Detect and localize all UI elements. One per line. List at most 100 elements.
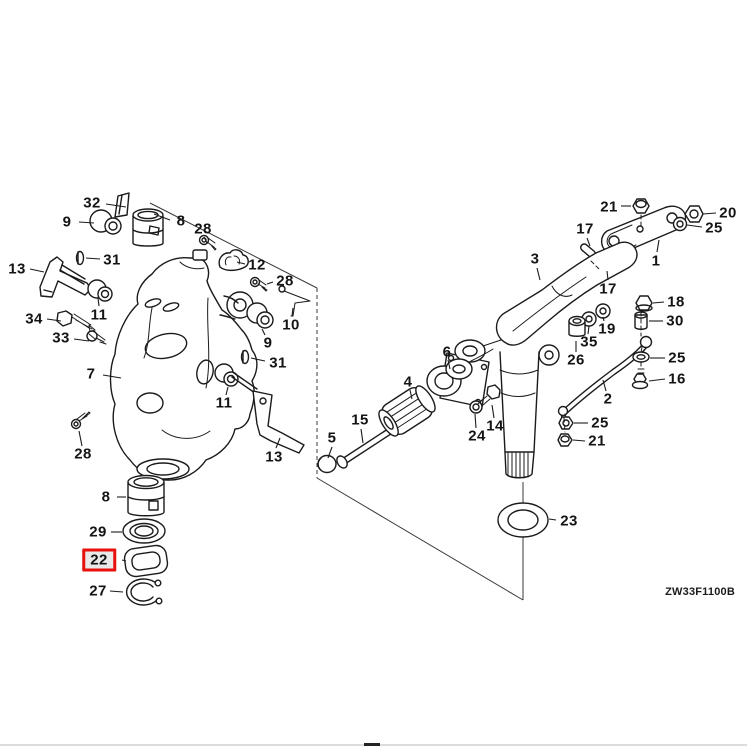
part-29-seal	[123, 519, 165, 543]
callout-25[interactable]: 25	[591, 414, 609, 432]
part-10-spring	[279, 286, 310, 316]
leader-line-1	[657, 240, 659, 252]
callout-27[interactable]: 27	[89, 582, 107, 600]
leader-line-20	[703, 213, 716, 214]
leader-line-18	[653, 302, 664, 303]
callout-15[interactable]: 15	[351, 411, 369, 429]
leader-line-28	[267, 282, 273, 284]
leader-line-17	[607, 271, 608, 280]
leader-line-8	[154, 214, 170, 220]
callout-17[interactable]: 17	[599, 280, 617, 298]
callout-17[interactable]: 17	[576, 220, 594, 238]
part-24-washer	[470, 401, 482, 413]
callout-11[interactable]: 11	[215, 394, 233, 412]
part-28-screw-c	[72, 412, 91, 429]
part-33-screw	[87, 331, 106, 344]
callout-1[interactable]: 1	[651, 252, 661, 270]
callout-12[interactable]: 12	[248, 256, 266, 274]
callout-16[interactable]: 16	[668, 370, 686, 388]
leader-line-6	[448, 360, 450, 369]
callout-13[interactable]: 13	[8, 260, 26, 278]
callout-25[interactable]: 25	[705, 219, 723, 237]
part-22-washer	[123, 544, 168, 578]
part-21-nut-b	[558, 434, 572, 446]
callout-32[interactable]: 32	[83, 194, 101, 212]
leader-line-23	[549, 519, 556, 520]
callout-8[interactable]: 8	[176, 212, 186, 230]
callout-21[interactable]: 21	[588, 432, 606, 450]
part-9-lower-bushing	[247, 303, 273, 328]
leader-line-4	[410, 390, 412, 399]
part-18-nut	[636, 296, 652, 311]
callout-10[interactable]: 10	[282, 316, 300, 334]
part-11-bushing-a	[88, 280, 112, 301]
callout-25[interactable]: 25	[668, 349, 686, 367]
leader-line-27	[110, 591, 123, 592]
leader-line-17	[587, 238, 590, 246]
part-27-circlip	[127, 579, 162, 605]
callout-28[interactable]: 28	[194, 220, 212, 238]
leader-line-35	[588, 326, 589, 334]
callout-4[interactable]: 4	[403, 373, 413, 391]
callout-8[interactable]: 8	[101, 488, 111, 506]
callout-9[interactable]: 9	[62, 213, 72, 231]
callout-29[interactable]: 29	[89, 523, 107, 541]
callout-33[interactable]: 33	[52, 329, 70, 347]
leader-line-7	[103, 375, 121, 378]
leader-line-13	[30, 269, 44, 272]
callout-19[interactable]: 19	[598, 320, 616, 338]
part-13-upper-bracket	[40, 257, 91, 297]
part-11-bushing-b	[215, 364, 238, 386]
boundary-line-bottom	[317, 478, 523, 600]
part-32-key-plate	[115, 193, 129, 217]
callout-14[interactable]: 14	[486, 417, 504, 435]
part-3-swivel-shaft	[446, 242, 637, 478]
leader-line-5	[328, 447, 332, 458]
callout-22-highlighted[interactable]: 22	[82, 548, 116, 572]
callout-35[interactable]: 35	[580, 333, 598, 351]
part-20-nut	[685, 206, 703, 222]
callout-6[interactable]: 6	[442, 343, 452, 361]
callout-31[interactable]: 31	[103, 251, 121, 269]
callout-30[interactable]: 30	[666, 312, 684, 330]
callout-5[interactable]: 5	[327, 429, 337, 447]
leader-line-32	[106, 204, 126, 207]
leader-line-16	[649, 379, 665, 381]
leader-line-13	[276, 438, 280, 448]
callout-23[interactable]: 23	[560, 512, 578, 530]
part-26-collar	[569, 317, 585, 337]
callout-28[interactable]: 28	[74, 445, 92, 463]
leader-line-25	[687, 225, 702, 227]
callout-2[interactable]: 2	[603, 390, 613, 408]
callout-21[interactable]: 21	[600, 198, 618, 216]
part-8-upper-tube	[133, 209, 163, 246]
leader-line-11	[98, 298, 99, 306]
callout-3[interactable]: 3	[530, 250, 540, 268]
leader-line-2	[603, 380, 606, 391]
diagram-code: ZW33F1100B	[665, 586, 735, 598]
part-34-bolt	[57, 311, 95, 332]
leader-line-15	[361, 429, 363, 443]
part-25-nut-c	[559, 417, 573, 429]
part-25-washer-b	[633, 352, 649, 362]
part-21-nut-a	[633, 199, 649, 213]
callout-11[interactable]: 11	[90, 306, 108, 324]
leader-line-10	[292, 308, 293, 316]
callout-20[interactable]: 20	[719, 204, 737, 222]
bottom-edge-scroll-marker[interactable]	[364, 743, 380, 746]
callout-34[interactable]: 34	[25, 310, 43, 328]
callout-26[interactable]: 26	[567, 351, 585, 369]
callout-7[interactable]: 7	[86, 365, 96, 383]
part-5-cap	[318, 456, 336, 473]
callout-28[interactable]: 28	[276, 272, 294, 290]
callout-13[interactable]: 13	[265, 448, 283, 466]
callout-18[interactable]: 18	[667, 293, 685, 311]
part-4-coupler	[374, 381, 439, 440]
leader-lines-layer	[30, 204, 716, 592]
callout-9[interactable]: 9	[263, 334, 273, 352]
callout-31[interactable]: 31	[269, 354, 287, 372]
callout-24[interactable]: 24	[468, 427, 486, 445]
part-16-bolt	[633, 369, 648, 389]
leader-line-28	[204, 237, 207, 243]
